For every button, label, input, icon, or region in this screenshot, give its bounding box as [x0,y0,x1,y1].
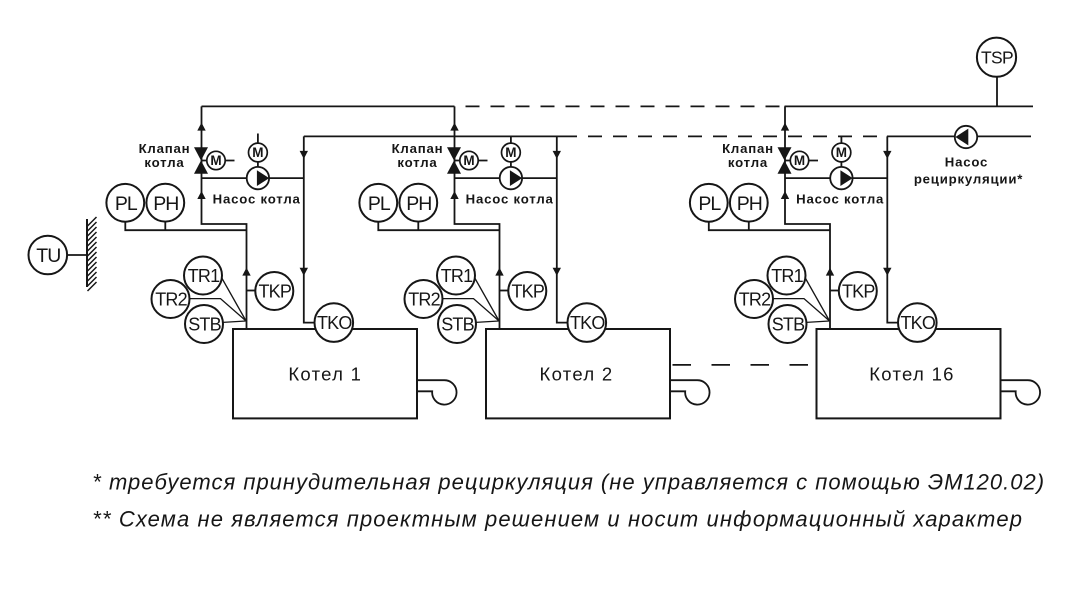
svg-text:TU: TU [36,245,60,267]
svg-text:Котел 2: Котел 2 [540,363,614,384]
svg-text:TSP: TSP [981,48,1013,68]
svg-text:Насос: Насос [945,155,988,170]
svg-text:* требуется принудительная рец: * требуется принудительная рециркуляция … [92,470,1045,495]
svg-text:Котел 16: Котел 16 [869,363,955,384]
svg-text:рециркуляции*: рециркуляции* [914,172,1023,187]
svg-text:** Схема не является проектным: ** Схема не является проектным решением … [92,507,1023,532]
svg-text:Котел 1: Котел 1 [288,363,362,384]
